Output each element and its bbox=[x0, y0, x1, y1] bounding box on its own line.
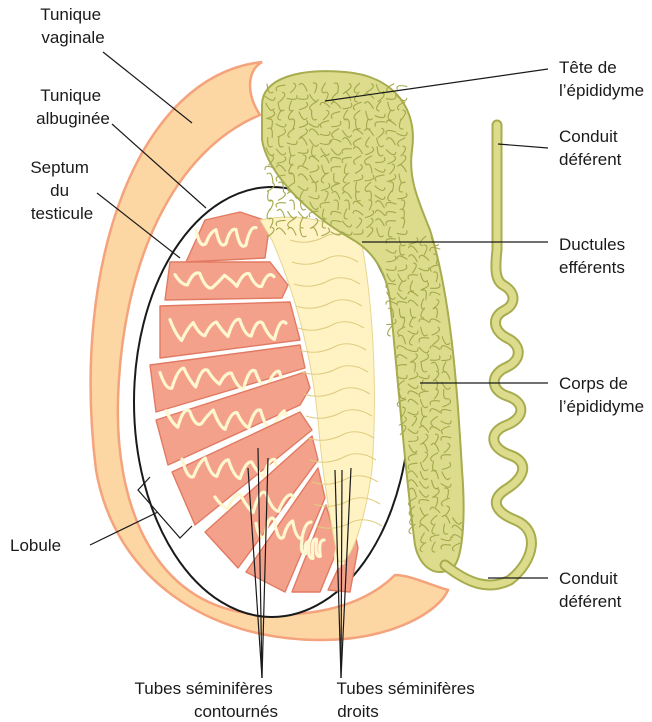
leader-conduit-deferent-top bbox=[498, 144, 548, 148]
epididymis-coil-131 bbox=[267, 173, 273, 182]
label-conduit-deferent-top: Conduit déférent bbox=[559, 127, 622, 169]
leader-tunique-vaginale bbox=[103, 52, 192, 123]
label-tubes-droits: Tubes séminifères droits bbox=[337, 679, 480, 721]
label-tete-epididyme: Tête de l’épididyme bbox=[559, 58, 644, 100]
label-septum: Septum du testicule bbox=[30, 158, 93, 223]
lobule-2 bbox=[165, 262, 288, 300]
label-ductules: Ductules efférents bbox=[559, 235, 630, 277]
label-lobule: Lobule bbox=[10, 536, 61, 555]
label-conduit-deferent-bottom: Conduit déférent bbox=[559, 569, 622, 611]
label-tubes-contournes: Tubes séminifères contournés bbox=[135, 679, 279, 721]
label-corps-epididyme: Corps de l’épididyme bbox=[559, 374, 644, 416]
label-tunique-albuginee: Tunique albuginée bbox=[36, 86, 110, 128]
label-tunique-vaginale: Tunique vaginale bbox=[40, 5, 106, 47]
